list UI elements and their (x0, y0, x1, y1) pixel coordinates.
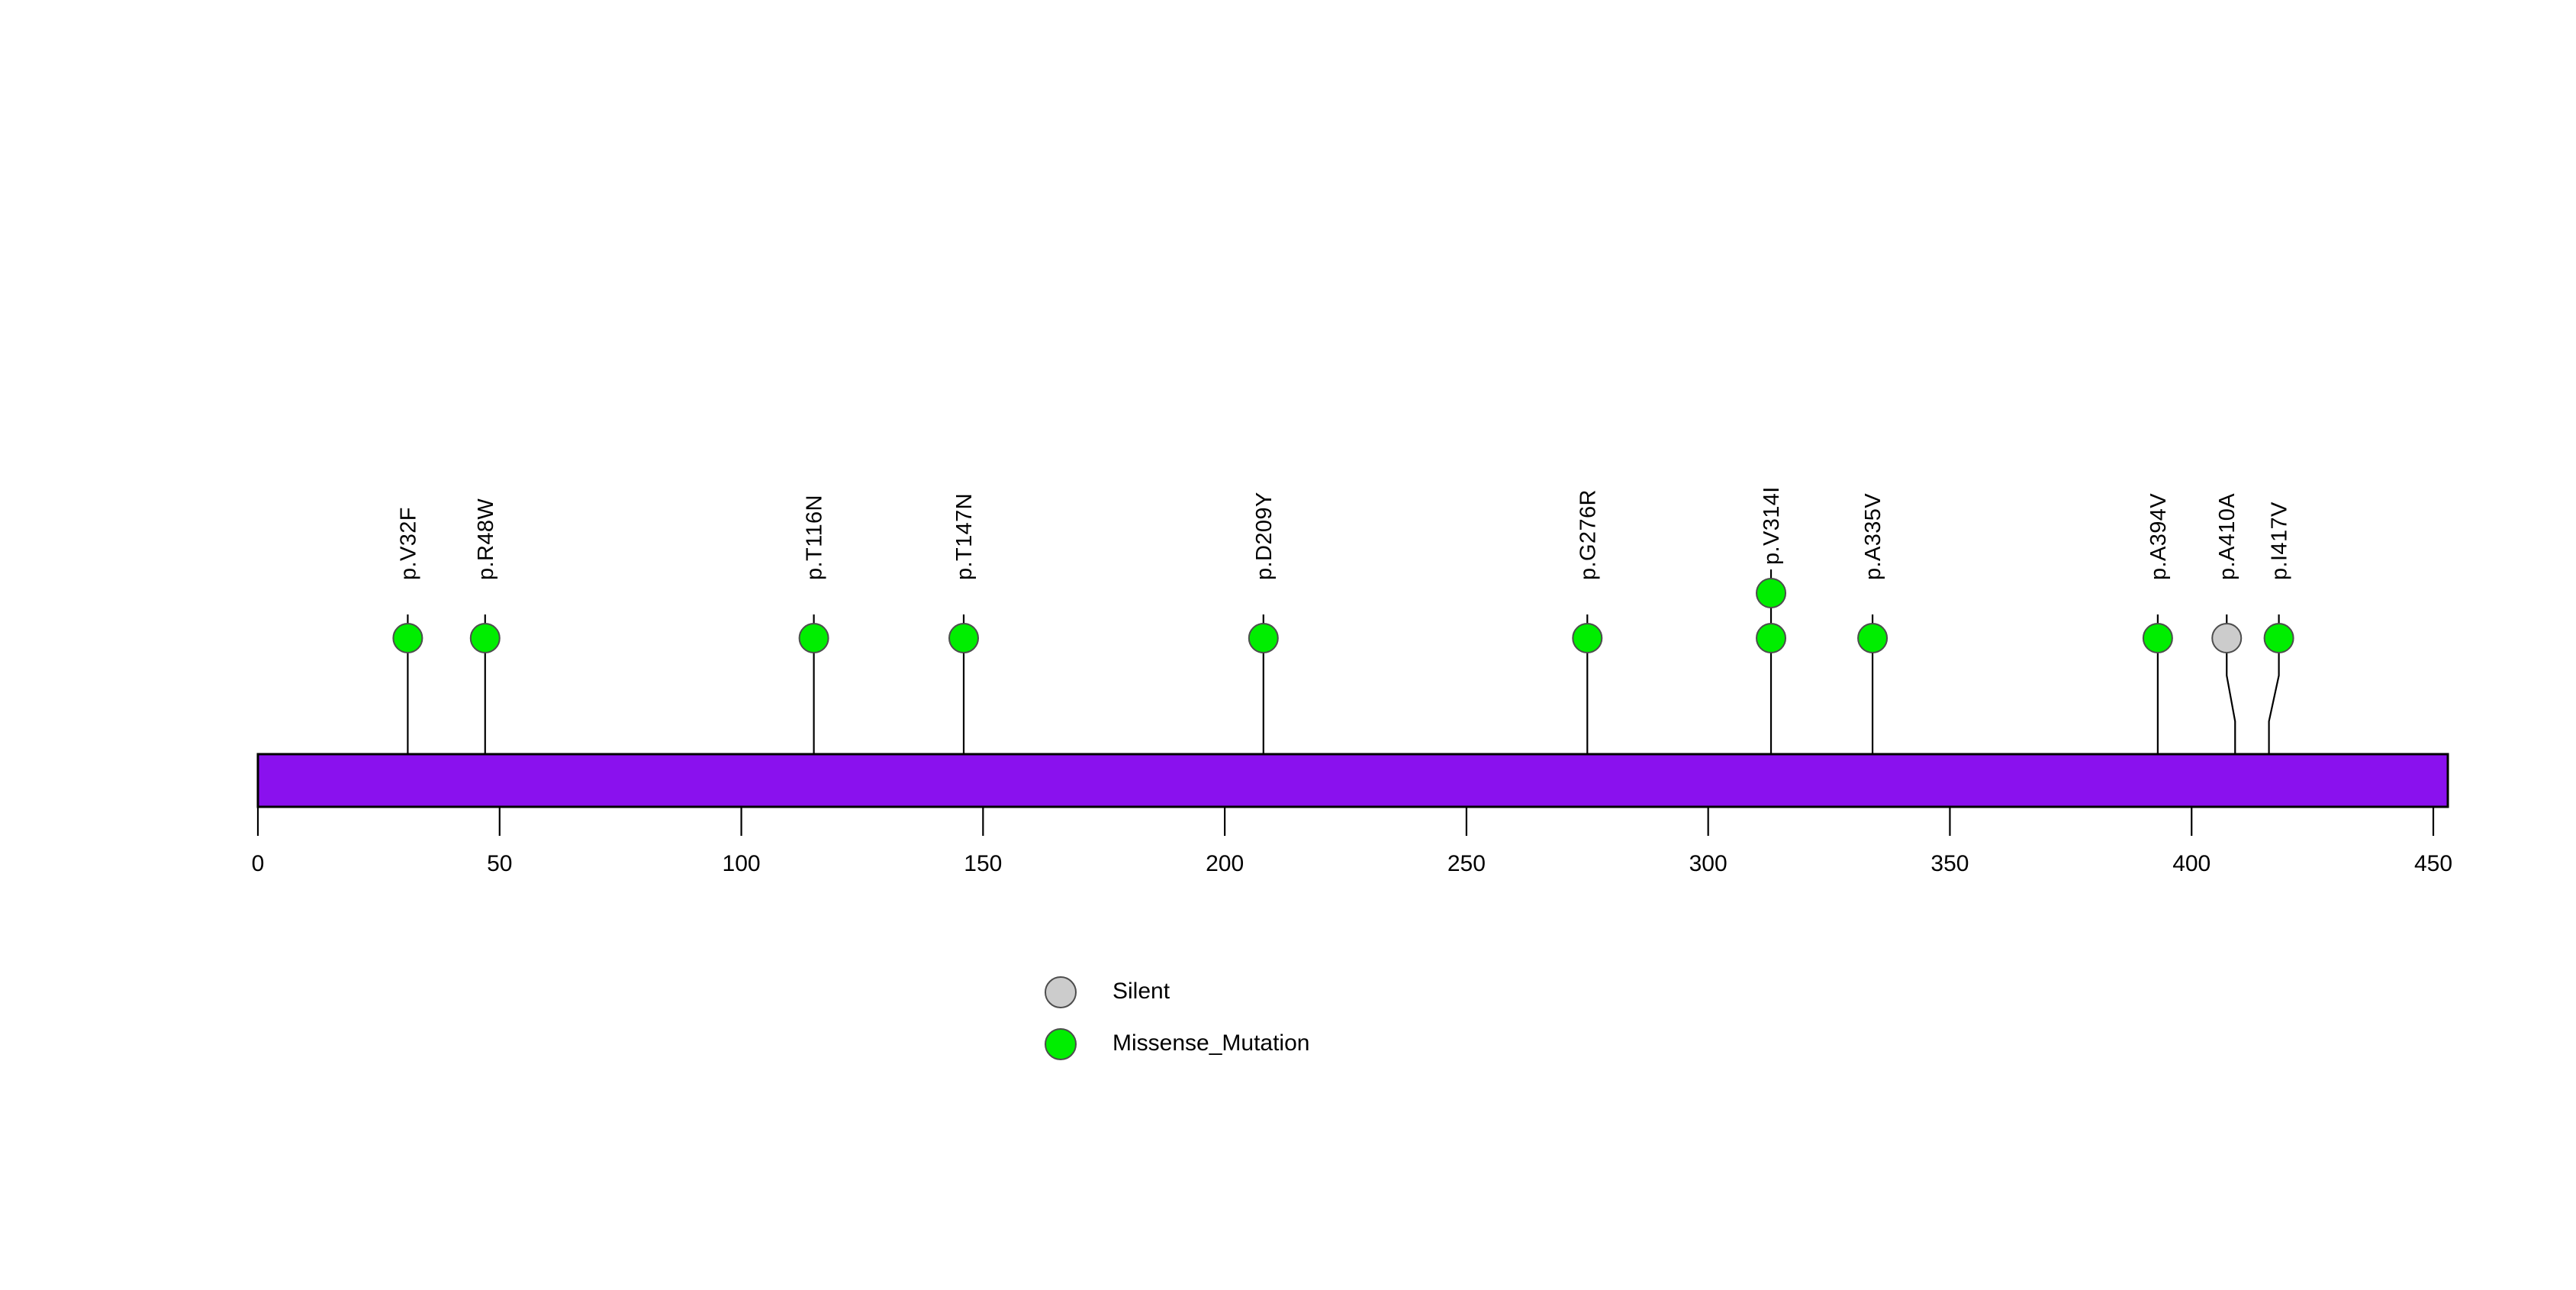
axis-tick-450: 450 (2414, 807, 2452, 876)
axis-tick-label: 300 (1689, 851, 1728, 876)
axis-tick-label: 50 (487, 851, 512, 876)
legend-item-missense_mutation[interactable]: Missense_Mutation (1045, 1028, 1309, 1060)
axis-tick-300: 300 (1689, 807, 1728, 876)
axis-tick-label: 0 (252, 851, 265, 876)
axis-tick-50: 50 (487, 807, 512, 876)
axis-tick-150: 150 (964, 807, 1002, 876)
axis-tick-label: 150 (964, 851, 1002, 876)
mutation-label-p-G276R: p.G276R (1576, 489, 1600, 580)
mutation-marker-p-I417V[interactable] (2263, 623, 2294, 653)
mutation-label-p-T116N: p.T116N (803, 495, 827, 580)
mutation-marker-p-T147N[interactable] (948, 623, 979, 653)
mutation-label-p-V32F: p.V32F (396, 507, 420, 580)
legend-label-missense_mutation: Missense_Mutation (1113, 1030, 1309, 1056)
legend-swatch-silent (1045, 976, 1077, 1008)
mutation-marker-p-V314I[interactable] (1756, 623, 1787, 653)
legend-label-silent: Silent (1113, 979, 1170, 1004)
mutation-marker-p-V314I[interactable] (1756, 578, 1787, 608)
protein-backbone-bar (256, 753, 2449, 808)
mutation-marker-p-A410A[interactable] (2211, 623, 2243, 653)
axis-tick-label: 250 (1447, 851, 1486, 876)
axis-tick-label: 400 (2172, 851, 2211, 876)
mutation-label-p-I417V: p.I417V (2268, 501, 2292, 580)
mutation-marker-p-R48W[interactable] (469, 623, 501, 653)
axis-tick-250: 250 (1447, 807, 1486, 876)
axis-tick-400: 400 (2172, 807, 2211, 876)
axis-tick-0: 0 (252, 807, 265, 876)
mutation-label-p-A335V: p.A335V (1861, 493, 1885, 580)
legend-swatch-missense_mutation (1045, 1028, 1077, 1060)
mutation-label-p-R48W: p.R48W (474, 498, 498, 580)
mutation-label-p-T147N: p.T147N (952, 493, 977, 580)
mutation-label-p-A394V: p.A394V (2146, 493, 2171, 580)
mutation-marker-p-G276R[interactable] (1572, 623, 1603, 653)
mutation-label-p-A410A: p.A410A (2215, 493, 2240, 580)
mutation-marker-p-A394V[interactable] (2142, 623, 2173, 653)
axis-tick-label: 450 (2414, 851, 2452, 876)
axis-tick-350: 350 (1930, 807, 1969, 876)
axis-tick-label: 100 (723, 851, 761, 876)
axis-tick-label: 200 (1206, 851, 1244, 876)
mutation-label-p-D209Y: p.D209Y (1252, 492, 1277, 580)
mutation-marker-p-T116N[interactable] (798, 623, 829, 653)
mutation-marker-p-V32F[interactable] (392, 623, 423, 653)
legend-item-silent[interactable]: Silent (1045, 976, 1170, 1008)
axis-layer: 0 50 100 150 200 250 300 350 400 450 (252, 807, 2452, 876)
axis-tick-label: 350 (1930, 851, 1969, 876)
mutation-marker-p-A335V[interactable] (1857, 623, 1889, 653)
mutation-labels-layer: p.V32F p.R48W p.T116N p.T147N p.D209Y p.G276R… (396, 486, 2291, 580)
axis-tick-100: 100 (723, 807, 761, 876)
mutation-circles-layer (392, 578, 2294, 653)
protein-bar-layer (256, 753, 2449, 808)
mutation-label-p-V314I: p.V314I (1760, 486, 1784, 565)
mutation-marker-p-D209Y[interactable] (1248, 623, 1279, 653)
axis-tick-200: 200 (1206, 807, 1244, 876)
